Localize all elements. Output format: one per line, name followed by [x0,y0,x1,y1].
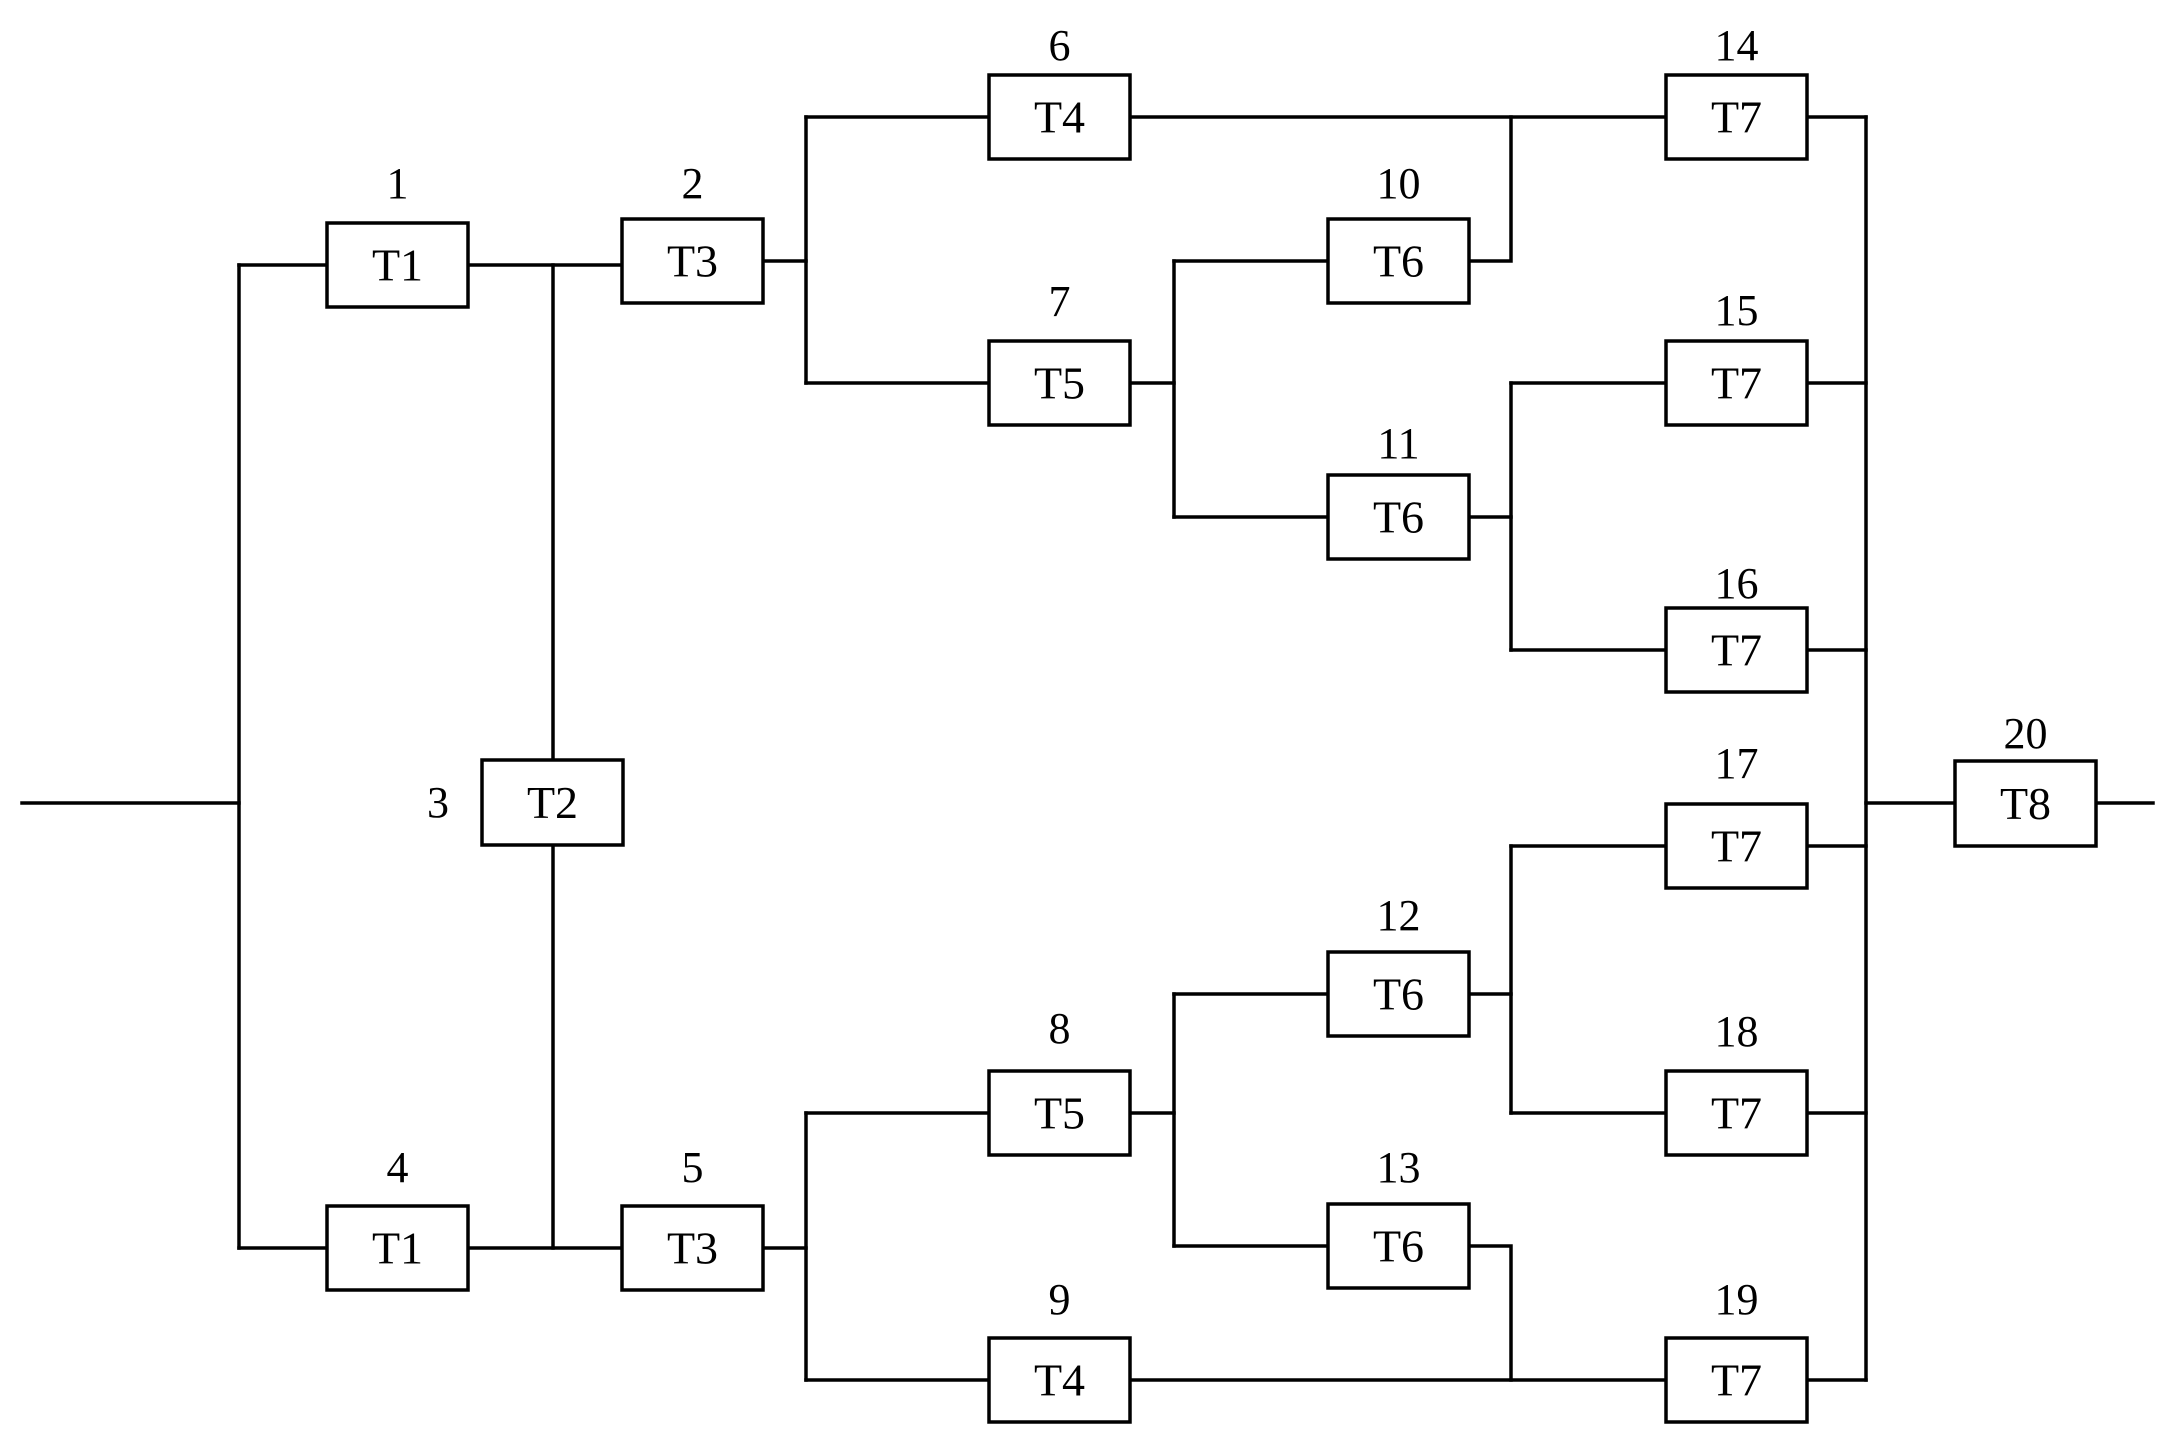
block-11: T6 11 [1326,419,1471,561]
block-15-label: T7 [1711,358,1762,409]
block-2-number: 2 [682,159,704,208]
block-20-number: 20 [2004,709,2048,758]
block-14: T7 14 [1664,21,1809,161]
block-10-out [1467,115,1513,263]
block-20-box [1953,759,2098,848]
block-16-label: T7 [1711,625,1762,676]
block-7-label: T5 [1034,358,1085,409]
block-12-label: T6 [1373,969,1424,1020]
block-13-number: 13 [1377,1143,1421,1192]
block-18: T7 18 [1664,1007,1809,1157]
block-12-number: 12 [1377,891,1421,940]
block-6-box [987,73,1132,161]
block-6: T4 6 [987,21,1132,161]
block-9-label: T4 [1034,1355,1085,1406]
block-14-label: T7 [1711,92,1762,143]
block-13: T6 13 [1326,1143,1471,1290]
block-3-box [480,758,625,847]
block-20: T8 20 [1953,709,2098,848]
block-4-box [325,1204,470,1292]
block-18-box [1664,1069,1809,1157]
block-10-box [1326,217,1471,305]
block-9-number: 9 [1049,1275,1071,1324]
block-4-number: 4 [387,1143,409,1192]
block-10: T6 10 [1326,159,1471,305]
connection-lines [20,115,2155,1382]
block-7: T5 7 [987,277,1132,427]
block-17: T7 17 [1664,739,1809,890]
block-3-label: T2 [527,777,578,828]
block-10-label: T6 [1373,236,1424,287]
block-3-number: 3 [427,778,449,827]
block-8-box [987,1069,1132,1157]
block-1-box [325,221,470,309]
block-18-number: 18 [1715,1007,1759,1056]
block-6-number: 6 [1049,21,1071,70]
block-15-box [1664,339,1809,427]
block-2-box [620,217,765,305]
block-6-label: T4 [1034,92,1085,143]
block-12-box [1326,950,1471,1038]
block-18-label: T7 [1711,1088,1762,1139]
block-13-label: T6 [1373,1221,1424,1272]
block-2-label: T3 [667,236,718,287]
block-5-number: 5 [682,1143,704,1192]
block-4: T1 4 [325,1143,470,1292]
block-15: T7 15 [1664,286,1809,427]
block-5: T3 5 [620,1143,765,1292]
block-16: T7 16 [1664,559,1809,694]
block-10-number: 10 [1377,159,1421,208]
block-7-box [987,339,1132,427]
block-19: T7 19 [1664,1275,1809,1424]
block-11-box [1326,473,1471,561]
block-9-box [987,1336,1132,1424]
block-11-number: 11 [1377,419,1419,468]
block-13-box [1326,1202,1471,1290]
block-5-label: T3 [667,1223,718,1274]
block-8-number: 8 [1049,1004,1071,1053]
block-17-number: 17 [1715,739,1759,788]
block-3: T2 3 [427,758,625,847]
block-9: T4 9 [987,1275,1132,1424]
block-15-number: 15 [1715,286,1759,335]
block-17-label: T7 [1711,821,1762,872]
block-14-box [1664,73,1809,161]
block-16-number: 16 [1715,559,1759,608]
block-13-out [1467,1244,1513,1382]
block-4-label: T1 [372,1223,423,1274]
block-19-box [1664,1336,1809,1424]
block-14-number: 14 [1715,21,1759,70]
block-7-number: 7 [1049,277,1071,326]
block-1-number: 1 [387,159,409,208]
block-12: T6 12 [1326,891,1471,1038]
block-17-box [1664,802,1809,890]
block-1-label: T1 [372,240,423,291]
blocks: T1 1 T3 2 T2 3 T1 4 T3 5 T4 [325,21,2098,1424]
block-20-label: T8 [2000,778,2051,829]
block-8-label: T5 [1034,1088,1085,1139]
block-11-label: T6 [1373,492,1424,543]
block-2: T3 2 [620,159,765,305]
block-16-box [1664,606,1809,694]
block-19-label: T7 [1711,1355,1762,1406]
block-5-box [620,1204,765,1292]
block-19-number: 19 [1715,1275,1759,1324]
block-1: T1 1 [325,159,470,309]
block-8: T5 8 [987,1004,1132,1157]
